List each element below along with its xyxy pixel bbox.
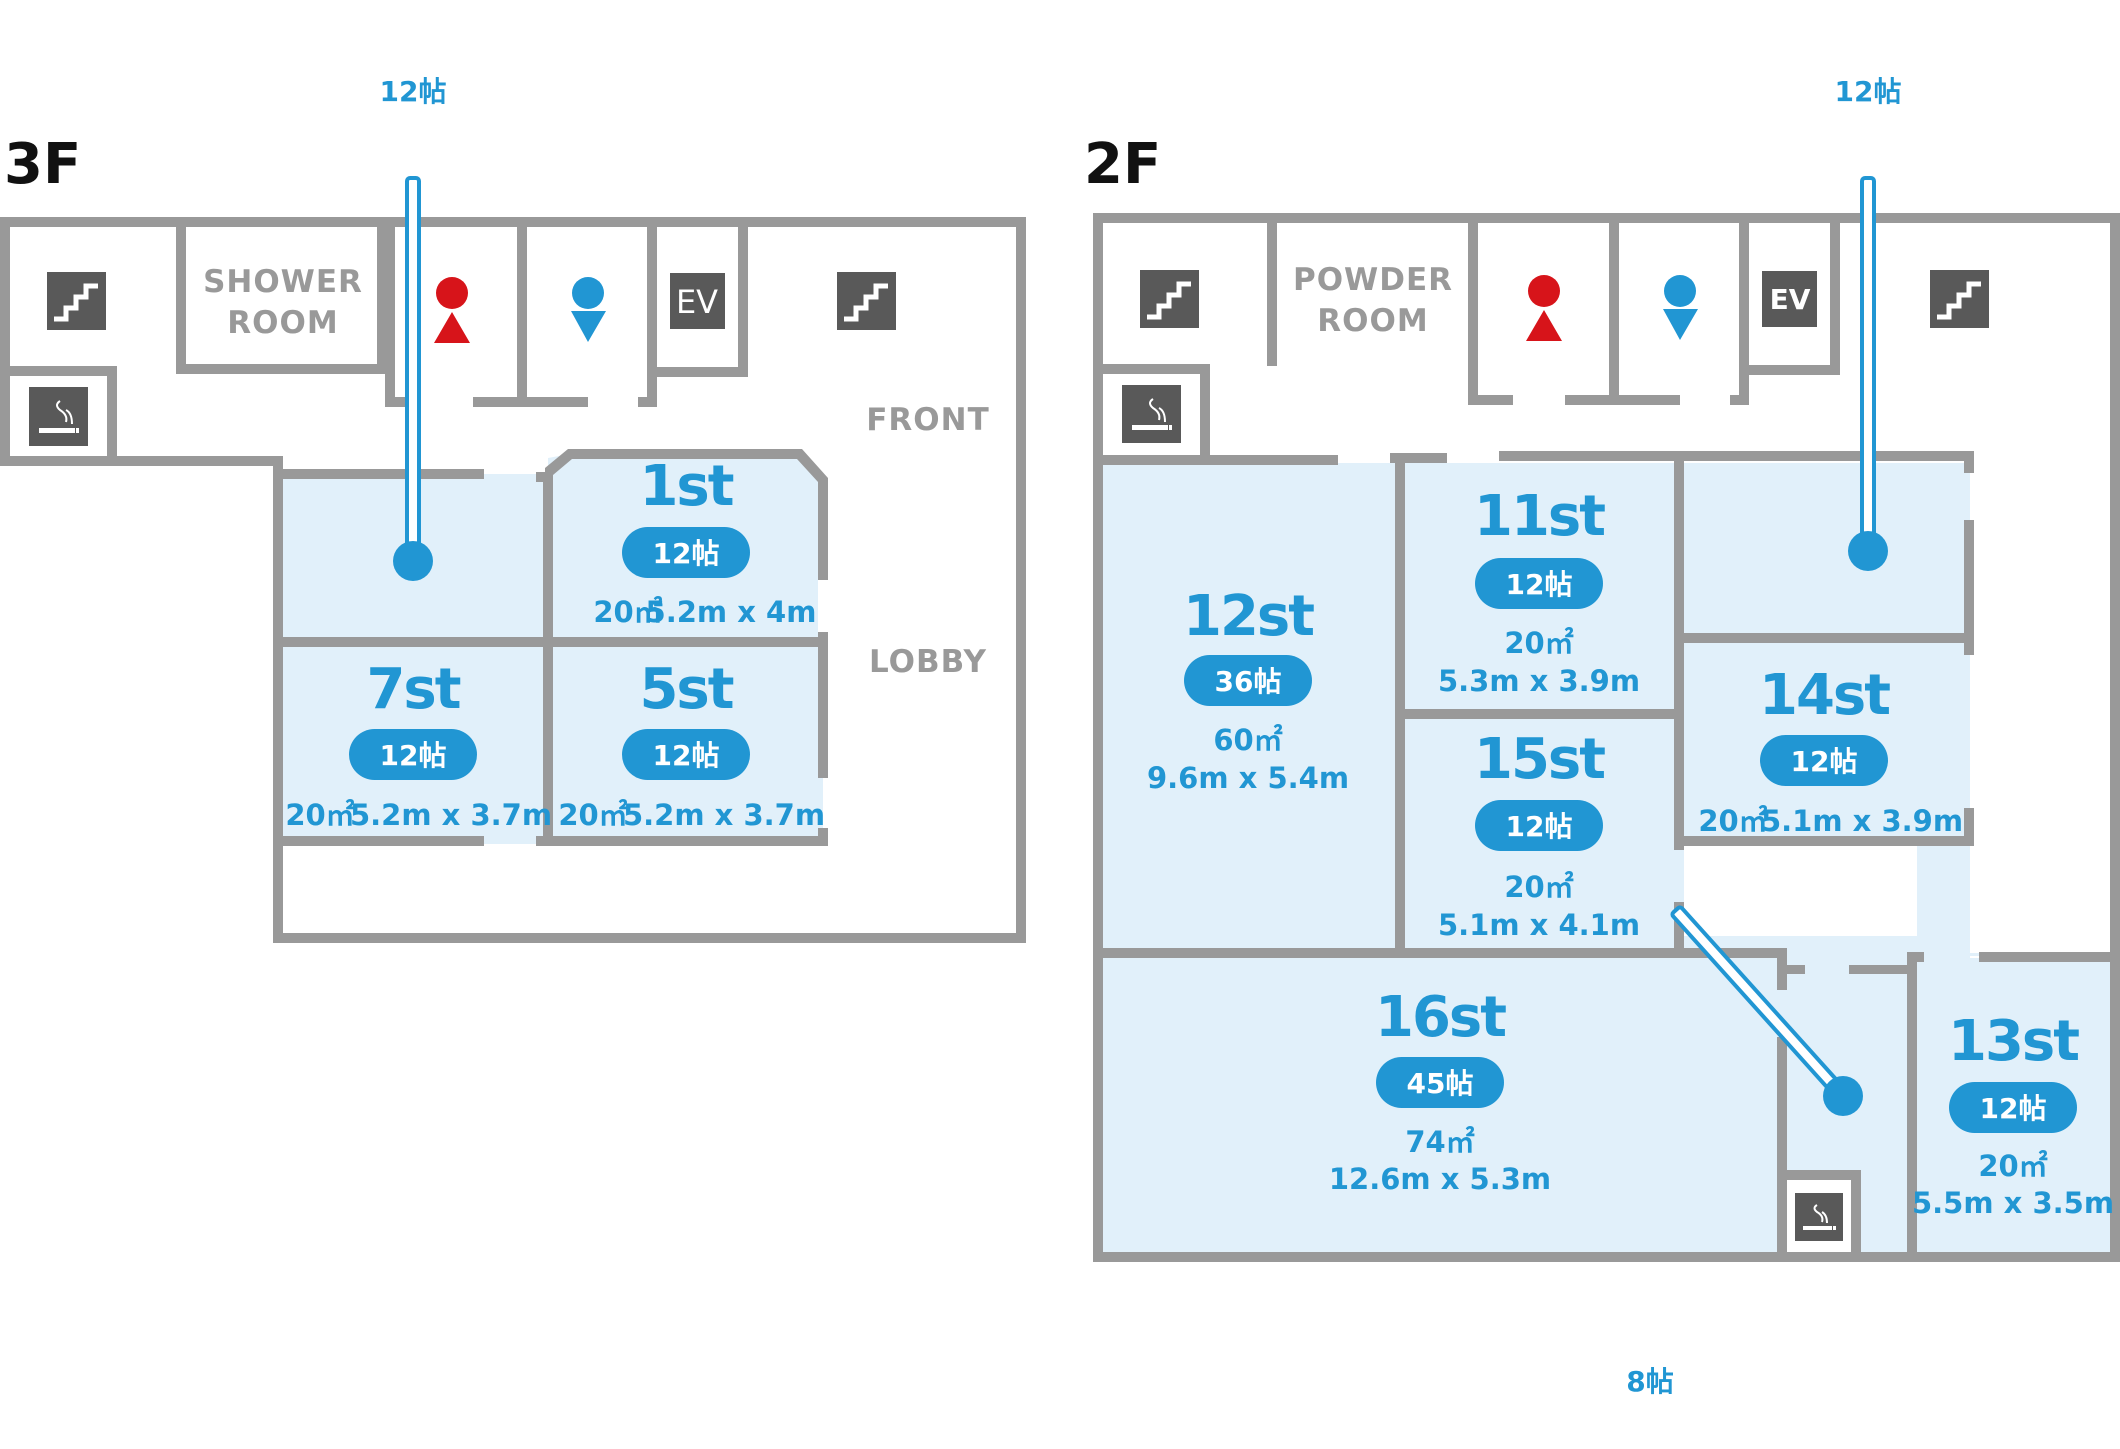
floor-2f: 2F <box>1084 75 2120 1398</box>
smoking-area-icon <box>1122 385 1181 443</box>
callout-label: 12帖 <box>380 75 447 108</box>
tatami-badge-text: 12帖 <box>1791 745 1858 778</box>
room-15st[interactable]: 15st 12帖 20㎡ 5.1m x 4.1m <box>1438 727 1640 942</box>
room-area: 20㎡ <box>593 595 662 629</box>
tatami-badge-text: 12帖 <box>1980 1092 2047 1125</box>
room-dimensions: 5.1m x 4.1m <box>1438 908 1640 942</box>
stairs-icon <box>47 272 106 330</box>
room-dimensions: 5.1m x 3.9m <box>1761 804 1963 838</box>
male-restroom-icon <box>1663 275 1698 340</box>
pointer-dot <box>1848 531 1888 571</box>
pointer-dot <box>393 541 433 581</box>
powder-room-label-line2: ROOM <box>1317 303 1428 339</box>
walls-2f <box>1093 213 2120 1262</box>
room-name: 1st <box>639 454 733 519</box>
room-name: 11st <box>1474 484 1605 549</box>
pointer-line <box>405 176 421 550</box>
tatami-badge <box>1475 558 1603 609</box>
room-14st[interactable]: 14st 12帖 20㎡ 5.1m x 3.9m <box>1698 663 1963 838</box>
room-area: 20㎡ <box>1978 1149 2047 1183</box>
room-area: 60㎡ <box>1213 723 1282 757</box>
tatami-badge-text: 45帖 <box>1407 1067 1474 1100</box>
room-area: 20㎡ <box>285 798 354 832</box>
smoking-area-icon <box>1795 1193 1843 1241</box>
floor-3f: 3F <box>0 75 1026 943</box>
tatami-badge-text: 12帖 <box>1506 810 1573 843</box>
tatami-badge-text: 36帖 <box>1215 665 1282 698</box>
elevator-icon: EV <box>1762 271 1817 327</box>
female-restroom-icon <box>1526 275 1562 341</box>
tatami-badge <box>1475 800 1603 851</box>
room-dimensions: 9.6m x 5.4m <box>1147 761 1349 795</box>
tatami-badge-text: 12帖 <box>653 739 720 772</box>
room-dimensions: 5.2m x 4m <box>646 595 817 629</box>
svg-text:EV: EV <box>676 283 718 321</box>
tatami-badge <box>1760 735 1888 786</box>
lobby-label: LOBBY <box>869 644 987 680</box>
room-area: 20㎡ <box>1504 626 1573 660</box>
shower-room-label-line2: ROOM <box>227 305 338 341</box>
room-12st[interactable]: 12st 36帖 60㎡ 9.6m x 5.4m <box>1147 584 1349 795</box>
walls-3f <box>0 217 1026 943</box>
room-11st[interactable]: 11st 12帖 20㎡ 5.3m x 3.9m <box>1438 484 1640 698</box>
room-name: 16st <box>1375 985 1506 1050</box>
pointer-line <box>1860 176 1876 540</box>
room-5st[interactable]: 5st 12帖 20㎡ 5.2m x 3.7m <box>558 657 825 832</box>
callout-pointer-3f[interactable]: 12帖 <box>380 75 447 581</box>
stairs-icon <box>1140 270 1199 328</box>
tatami-badge-text: 12帖 <box>1506 568 1573 601</box>
room-name: 13st <box>1948 1009 2079 1074</box>
svg-text:EV: EV <box>1770 283 1811 316</box>
room-dimensions: 5.2m x 3.7m <box>623 798 825 832</box>
callout-pointer-2f-top[interactable]: 12帖 <box>1835 75 1902 571</box>
female-restroom-icon <box>434 277 470 343</box>
tatami-badge <box>1949 1082 2077 1133</box>
room-7st[interactable]: 7st 12帖 20㎡ 5.2m x 3.7m <box>285 657 552 832</box>
room-area: 20㎡ <box>1504 870 1573 904</box>
tatami-badge <box>1184 655 1312 706</box>
tatami-badge <box>1376 1057 1504 1108</box>
stairs-icon <box>1930 270 1989 328</box>
room-name: 12st <box>1183 584 1314 649</box>
room-area: 20㎡ <box>1698 804 1767 838</box>
room-dimensions: 5.5m x 3.5m <box>1912 1186 2114 1220</box>
room-name: 15st <box>1474 727 1605 792</box>
room-name: 5st <box>639 657 733 722</box>
room-name: 14st <box>1759 663 1890 728</box>
callout-label: 8帖 <box>1626 1365 1673 1398</box>
room-area: 20㎡ <box>558 798 627 832</box>
callout-pointer-2f-bottom[interactable]: 8帖 <box>1626 905 1863 1398</box>
room-dimensions: 5.3m x 3.9m <box>1438 664 1640 698</box>
tatami-badge <box>349 729 477 780</box>
tatami-badge <box>622 729 750 780</box>
stairs-icon <box>837 272 896 330</box>
floor-title-3f: 3F <box>4 132 81 197</box>
smoking-area-icon <box>29 387 88 446</box>
pointer-dot <box>1823 1076 1863 1116</box>
room-1st[interactable]: 1st 12帖 20㎡ 5.2m x 4m <box>593 454 816 629</box>
tatami-badge-text: 12帖 <box>380 739 447 772</box>
tatami-badge <box>622 527 750 578</box>
room-area: 74㎡ <box>1405 1125 1474 1159</box>
elevator-icon: EV <box>670 273 725 329</box>
callout-label: 12帖 <box>1835 75 1902 108</box>
shower-room-label-line1: SHOWER <box>203 264 363 300</box>
powder-room-label-line1: POWDER <box>1293 262 1453 298</box>
tatami-badge-text: 12帖 <box>653 537 720 570</box>
floor-title-2f: 2F <box>1084 132 1161 197</box>
room-16st[interactable]: 16st 45帖 74㎡ 12.6m x 5.3m <box>1329 985 1551 1196</box>
room-dimensions: 5.2m x 3.7m <box>350 798 552 832</box>
room-dimensions: 12.6m x 5.3m <box>1329 1162 1551 1196</box>
room-name: 7st <box>366 657 460 722</box>
room-13st[interactable]: 13st 12帖 20㎡ 5.5m x 3.5m <box>1912 1009 2114 1220</box>
male-restroom-icon <box>571 277 606 342</box>
front-label: FRONT <box>866 402 990 438</box>
